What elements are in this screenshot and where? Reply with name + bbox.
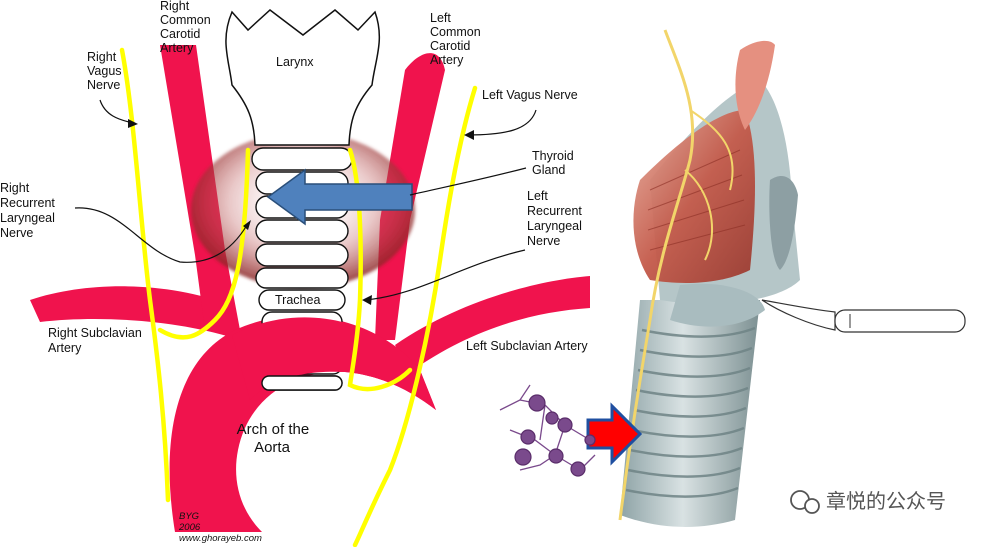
leader-left-recurrent: [364, 249, 526, 301]
arrowhead-left-recurrent: [362, 295, 372, 305]
label-left-subclavian: Left Subclavian Artery: [466, 339, 588, 353]
right-vagus-nerve: [119, 47, 171, 503]
blue-arrow: [266, 168, 413, 226]
right-subclavian-artery: [30, 286, 240, 340]
scalpel: [761, 299, 966, 333]
illustration-trachea: [620, 300, 760, 527]
label-left-common-carotid: Left Common Carotid Artery: [430, 11, 484, 67]
left-subclavian-artery: [395, 276, 590, 372]
illustration-muscle: [633, 110, 755, 283]
label-trachea: Trachea: [275, 293, 320, 307]
label-thyroid: Thyroid Gland: [532, 149, 577, 177]
leader-left-vagus: [467, 109, 537, 136]
leader-thyroid: [409, 167, 527, 196]
arrowhead-left-vagus: [464, 130, 474, 140]
larynx: [225, 9, 381, 146]
illustration-epiglottis: [735, 40, 775, 130]
aortic-arch-front: [232, 317, 436, 410]
arrowhead-right-vagus: [128, 119, 138, 128]
label-left-vagus: Left Vagus Nerve: [482, 88, 578, 102]
illustration-nerve: [618, 29, 695, 521]
right-recurrent-nerve: [157, 147, 251, 340]
label-left-recurrent: Left Recurrent Laryngeal Nerve: [527, 189, 585, 248]
label-larynx: Larynx: [276, 55, 314, 69]
nerve-cells: [499, 384, 596, 477]
svg-text:章悦的公众号: 章悦的公众号: [826, 490, 946, 513]
label-credit: BYG 2006 www.ghorayeb.com: [178, 511, 262, 544]
label-aortic-arch: Arch of the Aorta: [237, 421, 314, 456]
larynx-illustration: [618, 29, 800, 527]
label-right-common-carotid: Right Common Carotid Artery: [160, 0, 214, 55]
red-arrow: [586, 402, 643, 466]
label-right-subclavian: Right Subclavian Artery: [48, 326, 145, 355]
trachea-ring-bottom: [261, 375, 343, 391]
label-right-recurrent: Right Recurrent Laryngeal Nerve: [0, 181, 58, 240]
label-right-vagus: Right Vagus Nerve: [87, 50, 125, 92]
leader-right-recurrent: [74, 207, 248, 263]
left-vagus-nerve: [352, 85, 478, 548]
arrowhead-right-recurrent: [243, 220, 251, 230]
watermark: 章悦的公众号: [790, 490, 946, 514]
illustration-thyroid-lobe: [769, 175, 798, 270]
